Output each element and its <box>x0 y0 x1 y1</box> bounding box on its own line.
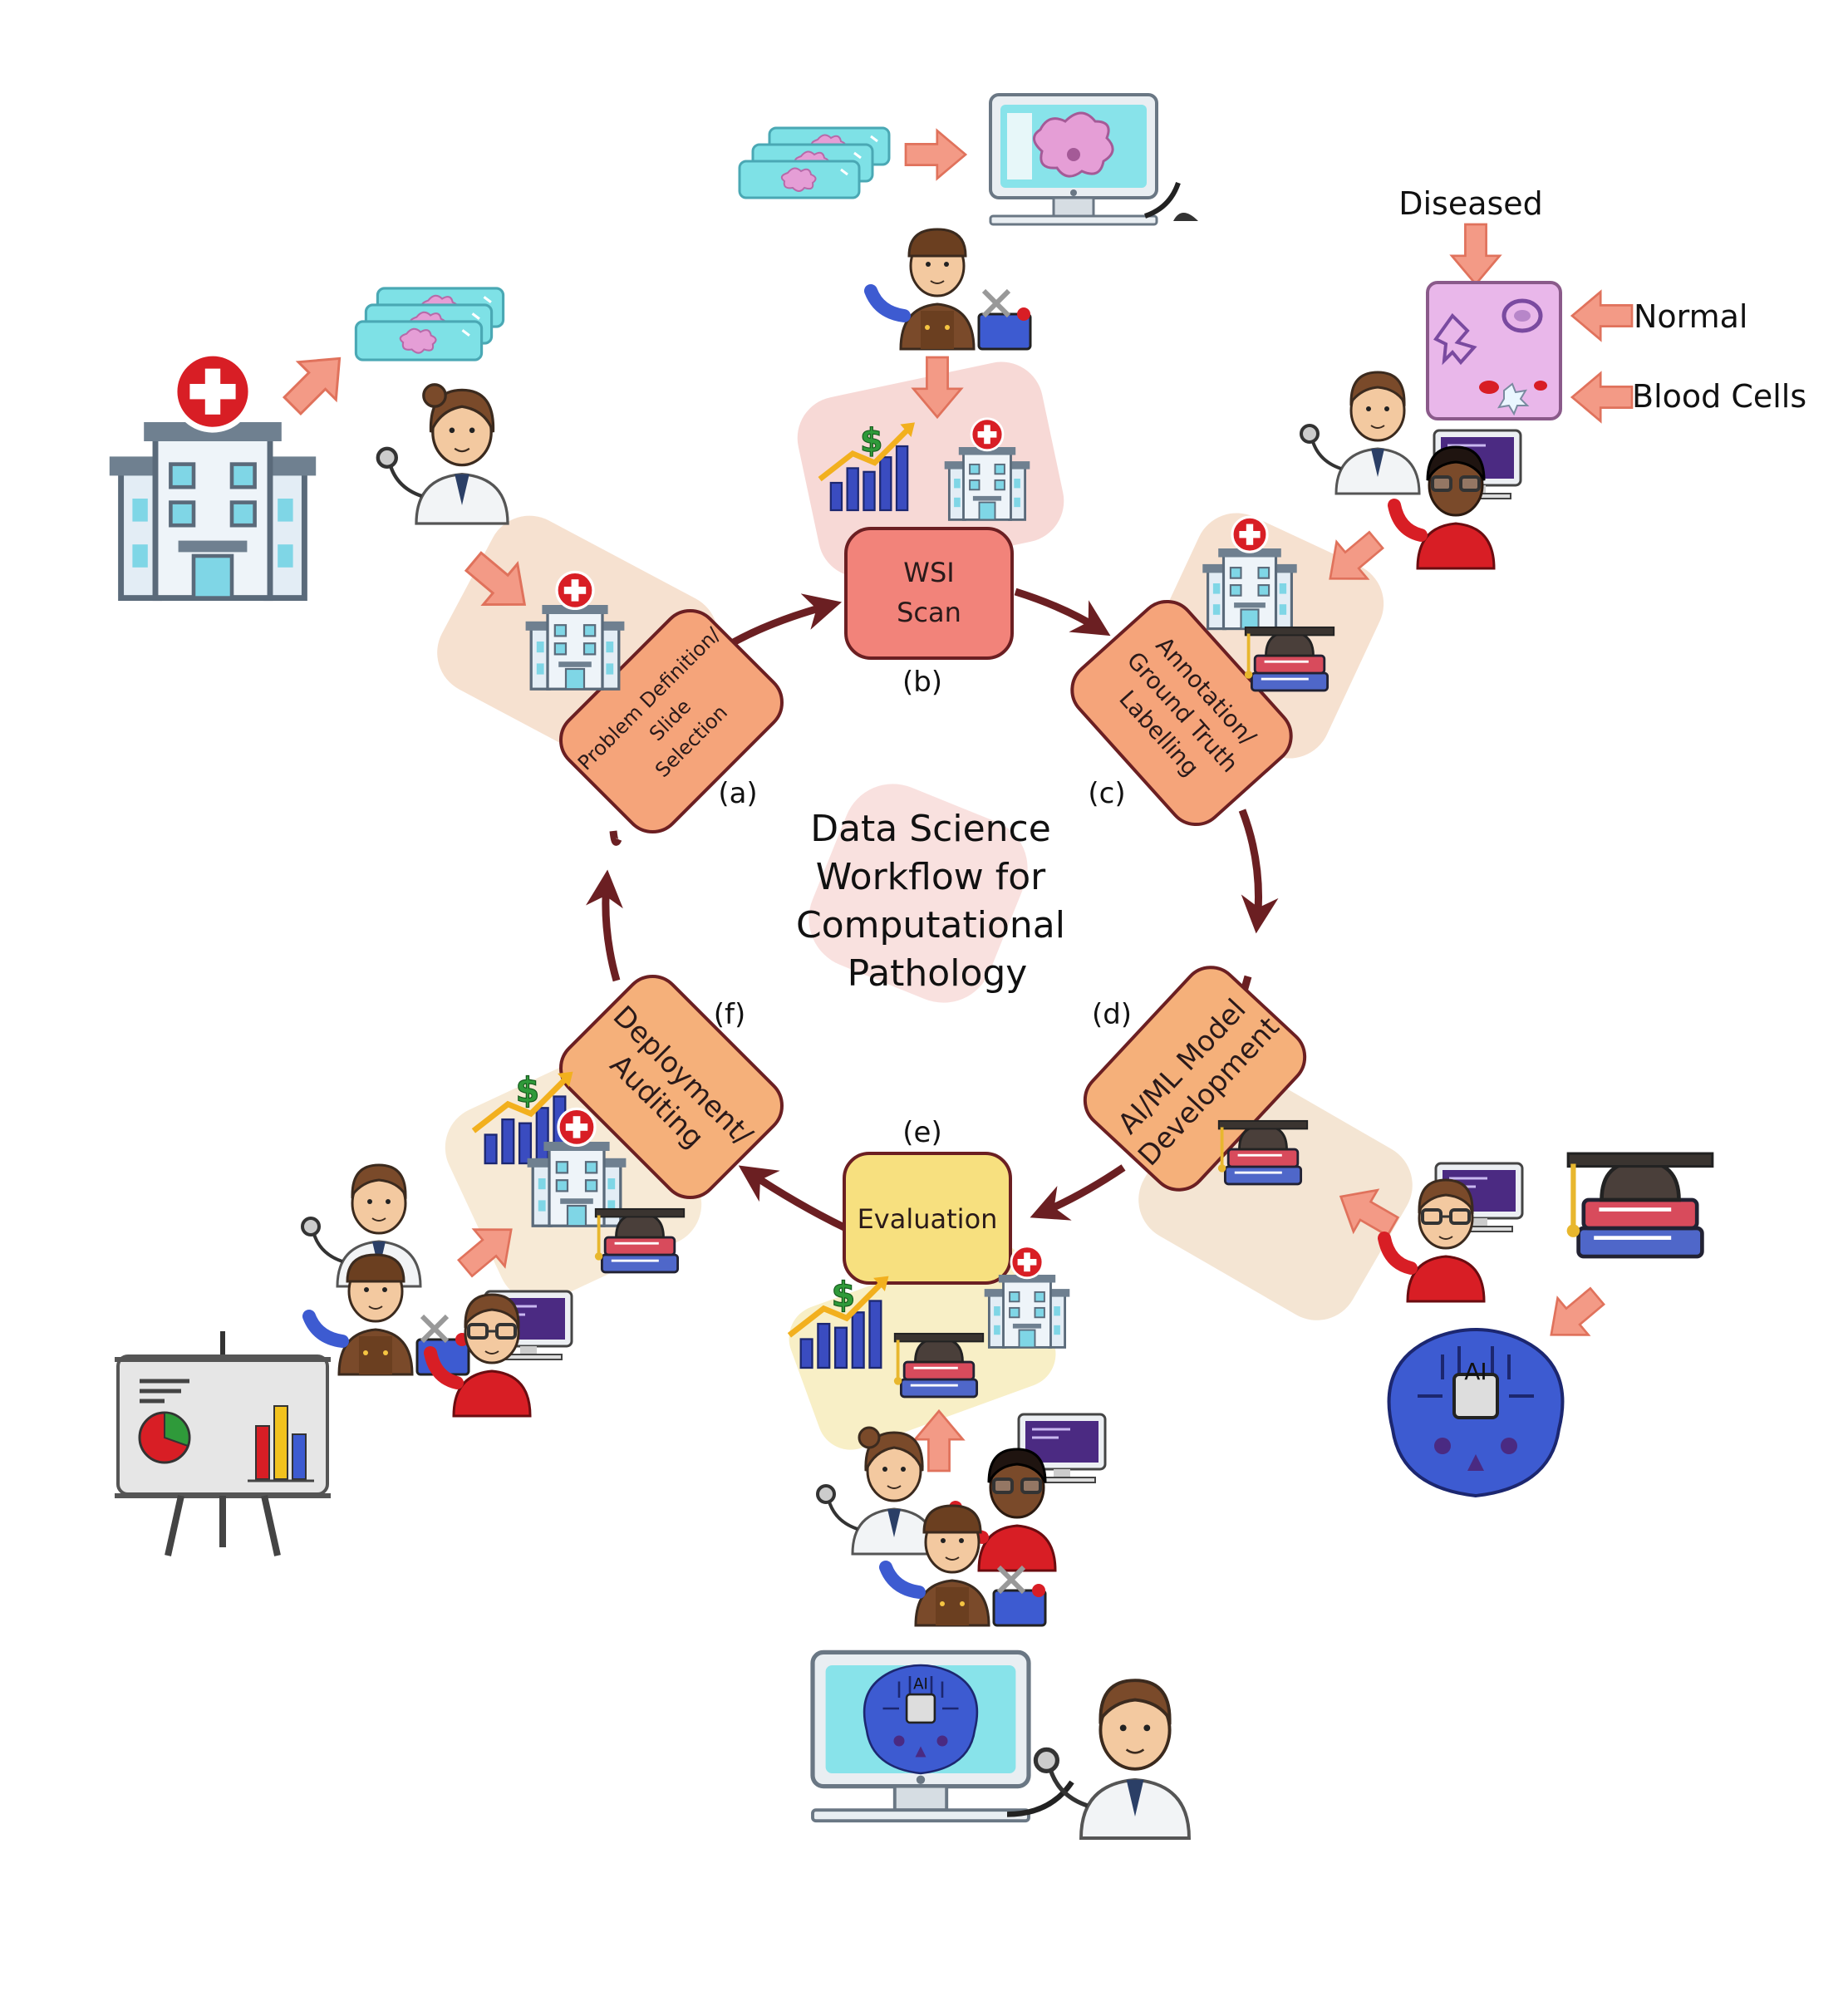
hospital-to-slides-arrow <box>272 338 360 426</box>
doctor-icon <box>1035 1680 1189 1838</box>
label-diseased: Diseased <box>1398 185 1543 222</box>
doctor-icon <box>1301 372 1419 494</box>
label-normal: Normal <box>1634 298 1748 335</box>
stage-b-wsi-scan[interactable]: WSI Scan <box>844 527 1014 660</box>
ai-chip-label: AI <box>1464 1358 1487 1385</box>
stage-e-letter: (e) <box>902 1116 941 1149</box>
slides-to-scanner-arrow <box>904 129 967 180</box>
center-title-line-2: Workflow for <box>816 856 1046 898</box>
stage-a-problem-definition[interactable]: Problem Definition/ Slide Selection <box>549 599 794 843</box>
books-to-ai-arrow <box>1534 1276 1614 1354</box>
hospital-icon <box>110 353 316 597</box>
stage-e-evaluation[interactable]: Evaluation <box>843 1152 1012 1285</box>
stage-b-line-1: WSI <box>903 557 954 588</box>
slides-icon <box>354 287 505 361</box>
technician-icon <box>871 229 1030 349</box>
blood-cells-arrow <box>1570 371 1634 423</box>
stage-c-annotation[interactable]: Annotation/ Ground Truth Labelling <box>1060 590 1302 836</box>
doctor-icon <box>378 385 508 524</box>
stage-b-line-2: Scan <box>897 597 961 628</box>
stage-c-letter: (c) <box>1088 777 1125 810</box>
stage-d-letter: (d) <box>1092 998 1132 1031</box>
books-graduation-icon <box>1567 1153 1713 1256</box>
panel-wsi <box>797 361 1064 578</box>
ai-brain-icon: AI <box>1387 1328 1565 1497</box>
ai-chip-label: AI <box>913 1676 928 1694</box>
normal-arrow <box>1570 290 1634 342</box>
panel-center <box>808 784 1028 1003</box>
slides-icon <box>738 126 891 199</box>
technician-icon <box>309 1255 469 1374</box>
center-title-line-4: Pathology <box>848 952 1028 995</box>
stage-a-letter: (a) <box>718 777 757 810</box>
stage-f-letter: (f) <box>714 998 746 1031</box>
label-blood-cells: Blood Cells <box>1632 378 1806 415</box>
diseased-arrow <box>1450 223 1502 286</box>
stage-e-line-1: Evaluation <box>858 1203 998 1235</box>
center-title-line-1: Data Science <box>810 808 1051 850</box>
presentation-board-icon <box>115 1331 331 1556</box>
center-title-line-3: Computational <box>796 904 1065 946</box>
monitor-icon <box>989 93 1198 226</box>
doctor-icon <box>818 1428 936 1554</box>
tissue-sample-icon <box>1426 281 1562 420</box>
stage-b-letter: (b) <box>902 666 942 699</box>
center-title: Data Science Workflow for Computational … <box>796 808 1065 995</box>
monitor-icon: AI <box>813 1652 1074 1821</box>
